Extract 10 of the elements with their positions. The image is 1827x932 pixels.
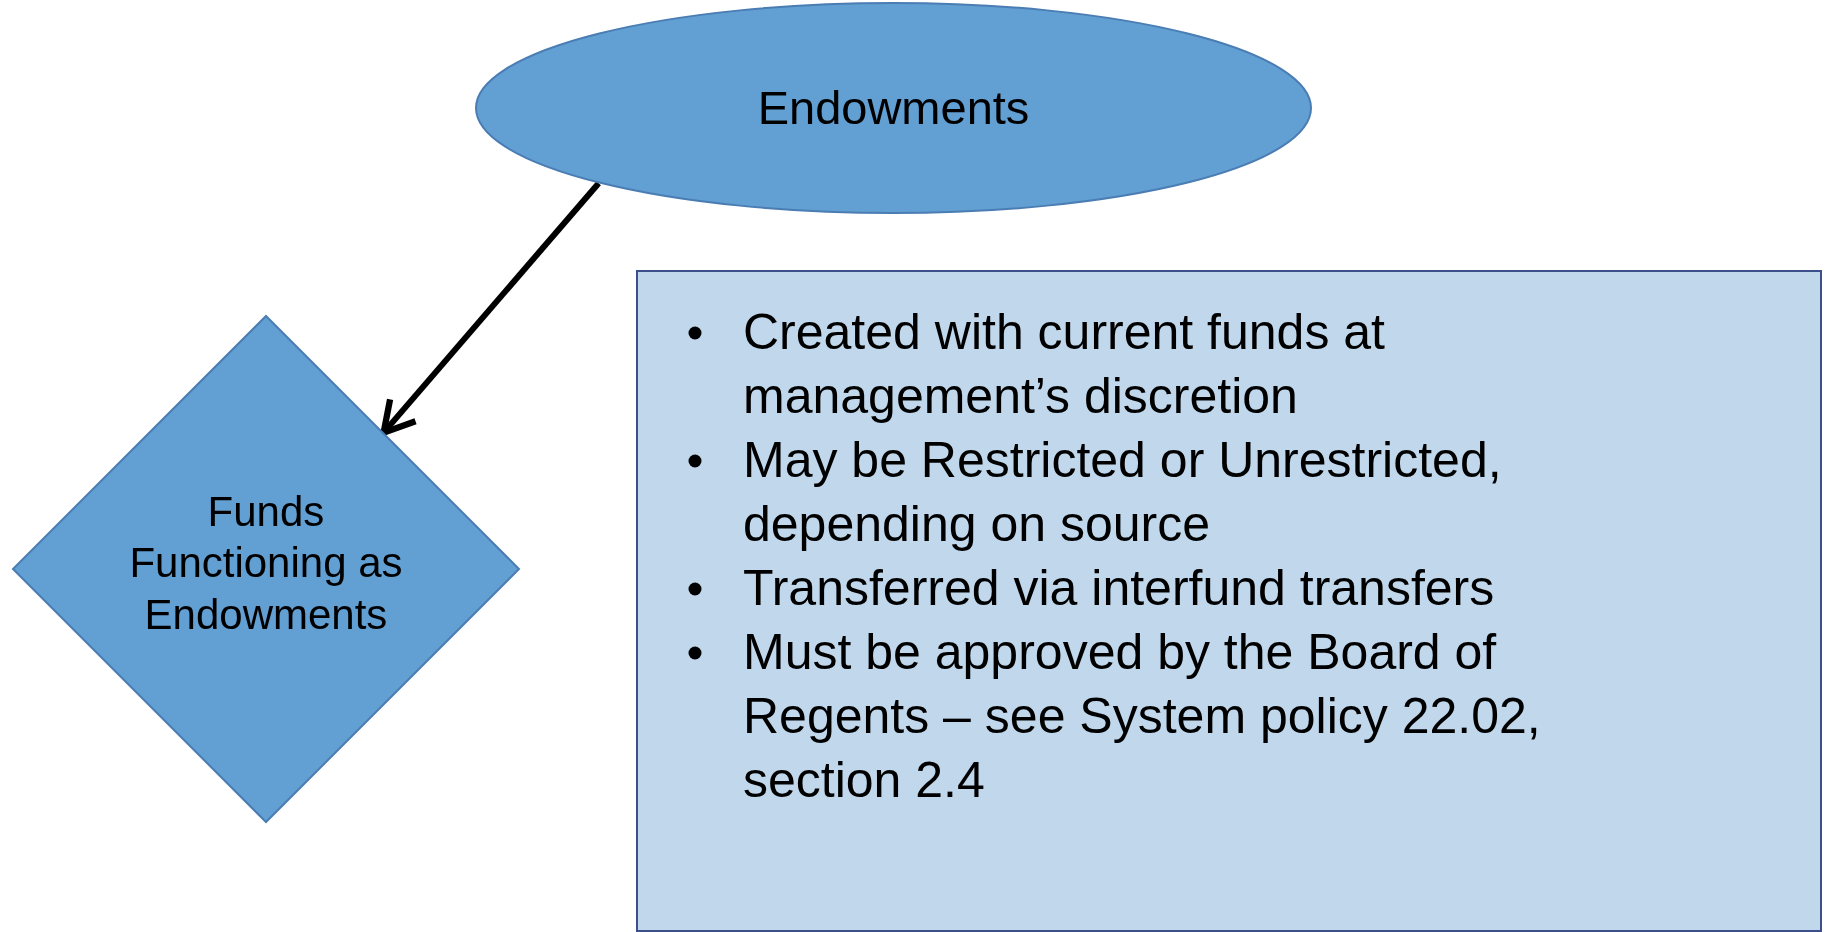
bullet-item: Must be approved by the Board of Regents – see System policy 22.02, section 2.4: [743, 624, 1541, 808]
ellipse-node: [475, 2, 1312, 214]
bullet-item: Transferred via interfund transfers: [743, 560, 1495, 616]
node-label: Funds Functioning as Endowments: [128, 486, 404, 640]
note-box: [636, 270, 1822, 932]
bullet-item: Created with current funds at management’s discretion: [743, 304, 1385, 424]
node-label: Endowments: [756, 80, 1031, 137]
bullet-item: May be Restricted or Unrestricted, depending on source: [743, 432, 1502, 552]
decision-diamond: [12, 315, 520, 823]
arrow: [380, 181, 601, 436]
